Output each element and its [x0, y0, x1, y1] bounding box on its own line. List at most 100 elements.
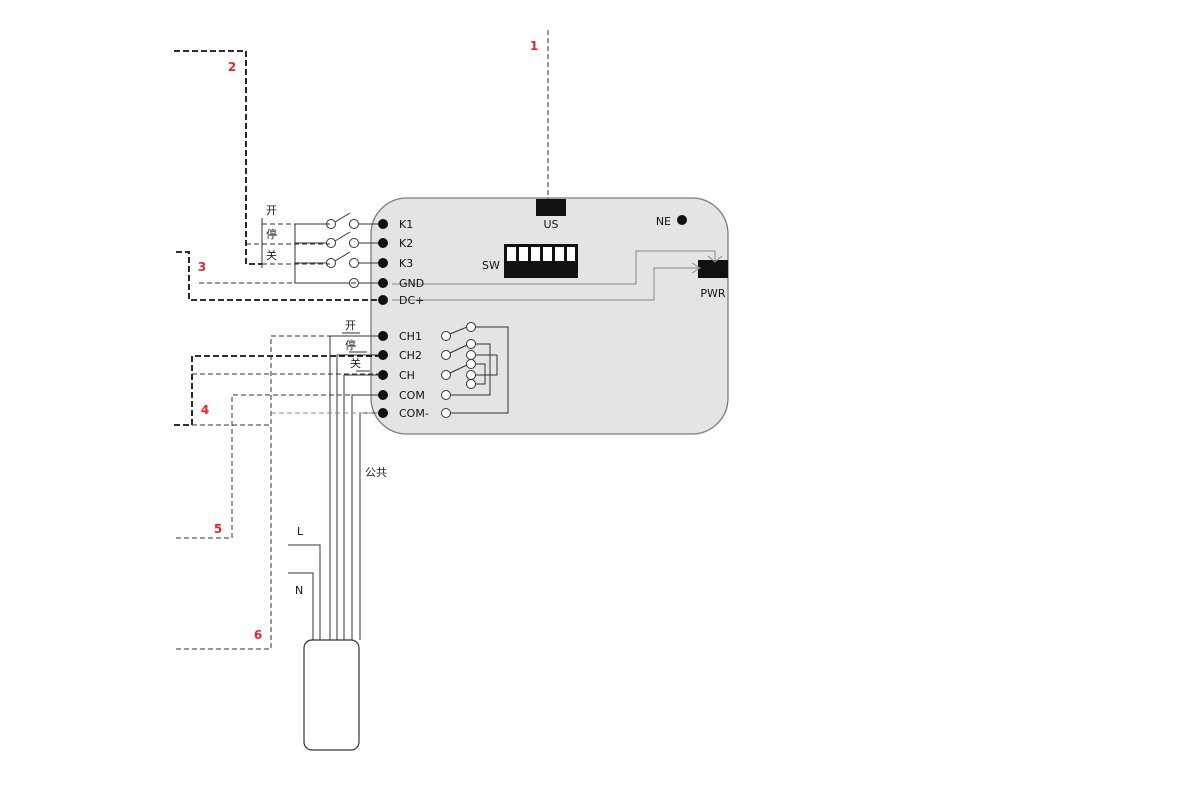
relay-bus: [450, 343, 491, 396]
relay-lever: [449, 344, 468, 354]
lower-switch-stop-label: 停: [345, 338, 356, 352]
relay-contact: [441, 408, 451, 418]
relay-contact: [441, 370, 451, 380]
terminal-k2-label: K2: [399, 237, 413, 250]
cable-4: [174, 355, 378, 426]
dip-lever: [555, 247, 564, 261]
dip-switch-levers: [507, 247, 575, 261]
switch-contact: [349, 219, 359, 229]
upper-switch-k1: [326, 212, 378, 229]
upper-switch-open-label: 开: [266, 204, 277, 217]
lower-terminals: [378, 331, 388, 418]
dip-lever: [507, 247, 516, 261]
terminal-ch1-label: CH1: [399, 330, 422, 343]
terminal-k3: [378, 258, 388, 268]
lower-wire-ch: [343, 374, 378, 640]
terminal-com: [378, 390, 388, 400]
terminal-k1-label: K1: [399, 218, 413, 231]
switch-contact: [326, 238, 336, 248]
upper-common-bus: [294, 224, 349, 284]
dip-lever: [531, 247, 540, 261]
motor-unit: [303, 639, 360, 751]
mains-neutral-wire: [288, 572, 314, 640]
lower-switch-lever: [342, 332, 370, 372]
terminal-k1: [378, 219, 388, 229]
lower-wire-ch2: [336, 354, 378, 640]
terminal-com-label: COM: [399, 389, 425, 402]
upper-terminals: [378, 219, 388, 305]
terminal-com-minus-label: COM-: [399, 407, 429, 420]
switch-contact: [326, 258, 336, 268]
relay-contact: [441, 390, 451, 400]
lower-switch-close-label: 关: [350, 356, 361, 370]
terminal-ch: [378, 370, 388, 380]
cable-5: [176, 394, 378, 539]
relay-pivot: [466, 370, 476, 380]
callout-4: 4: [201, 403, 209, 417]
relay-lever: [449, 326, 468, 335]
pwr-arrow-1: [707, 255, 723, 263]
terminal-k2: [378, 238, 388, 248]
terminal-ch2-label: CH2: [399, 349, 422, 362]
terminal-gnd-label: GND: [399, 277, 424, 290]
relay-contact: [441, 331, 451, 341]
dip-switch-block: [504, 244, 578, 278]
cable-6: [176, 335, 378, 650]
switch-lever: [334, 251, 351, 262]
callout-5: 5: [214, 522, 222, 536]
dip-lever: [519, 247, 528, 261]
cable-3: [176, 251, 378, 301]
terminal-ch1: [378, 331, 388, 341]
switch-lever: [334, 231, 351, 242]
callout-6: 6: [254, 628, 262, 642]
callout-2: 2: [228, 60, 236, 74]
callout-3: 3: [198, 260, 206, 274]
mains-neutral-label: N: [295, 584, 303, 597]
upper-switch-close-label: 关: [266, 248, 277, 262]
dip-lever: [543, 247, 552, 261]
callout-1: 1: [530, 39, 538, 53]
upper-switch-k2: [326, 231, 378, 248]
terminal-gnd: [378, 278, 388, 288]
cable-2-branch: [246, 223, 330, 265]
terminal-dc-plus-label: DC+: [399, 294, 424, 307]
pwr-port-label: PWR: [700, 287, 726, 300]
upper-switch-k3: [326, 251, 378, 268]
terminal-ch-label: CH: [399, 369, 415, 382]
terminal-k3-label: K3: [399, 257, 413, 270]
gnd-to-pwr-trace: [392, 250, 716, 285]
pwr-port: [698, 260, 728, 278]
relay-bus: [475, 354, 498, 385]
relay-bus: [450, 326, 509, 414]
relay-pivot: [466, 379, 476, 389]
dip-switch-label: SW: [482, 259, 500, 272]
upper-switch-stop-label: 停: [266, 227, 277, 241]
ne-indicator: [677, 215, 687, 225]
dc-to-pwr-trace: [392, 267, 700, 301]
terminal-com-minus: [378, 408, 388, 418]
mains-line-wire: [288, 544, 321, 640]
internal-relay-network: [441, 322, 509, 418]
lower-wire-common: [359, 412, 378, 640]
us-port: [536, 199, 566, 216]
switch-lever: [334, 212, 351, 223]
terminal-ch2: [378, 350, 388, 360]
relay-contact: [441, 350, 451, 360]
switch-contact: [349, 258, 359, 268]
lower-switch-open-label: 开: [345, 319, 356, 332]
mains-line-label: L: [297, 525, 304, 538]
ne-label: NE: [656, 215, 671, 228]
cable-2: [174, 50, 262, 265]
relay-lever: [449, 364, 468, 374]
lower-wire-com: [351, 394, 378, 640]
us-port-label: US: [543, 218, 558, 231]
dip-lever: [567, 247, 575, 261]
module-body: [370, 197, 729, 435]
switch-contact: [349, 238, 359, 248]
relay-pivot: [466, 350, 476, 360]
relay-pivot: [466, 339, 476, 349]
terminal-dc-plus: [378, 295, 388, 305]
relay-pivot: [466, 359, 476, 369]
common-label: 公共: [365, 466, 387, 479]
